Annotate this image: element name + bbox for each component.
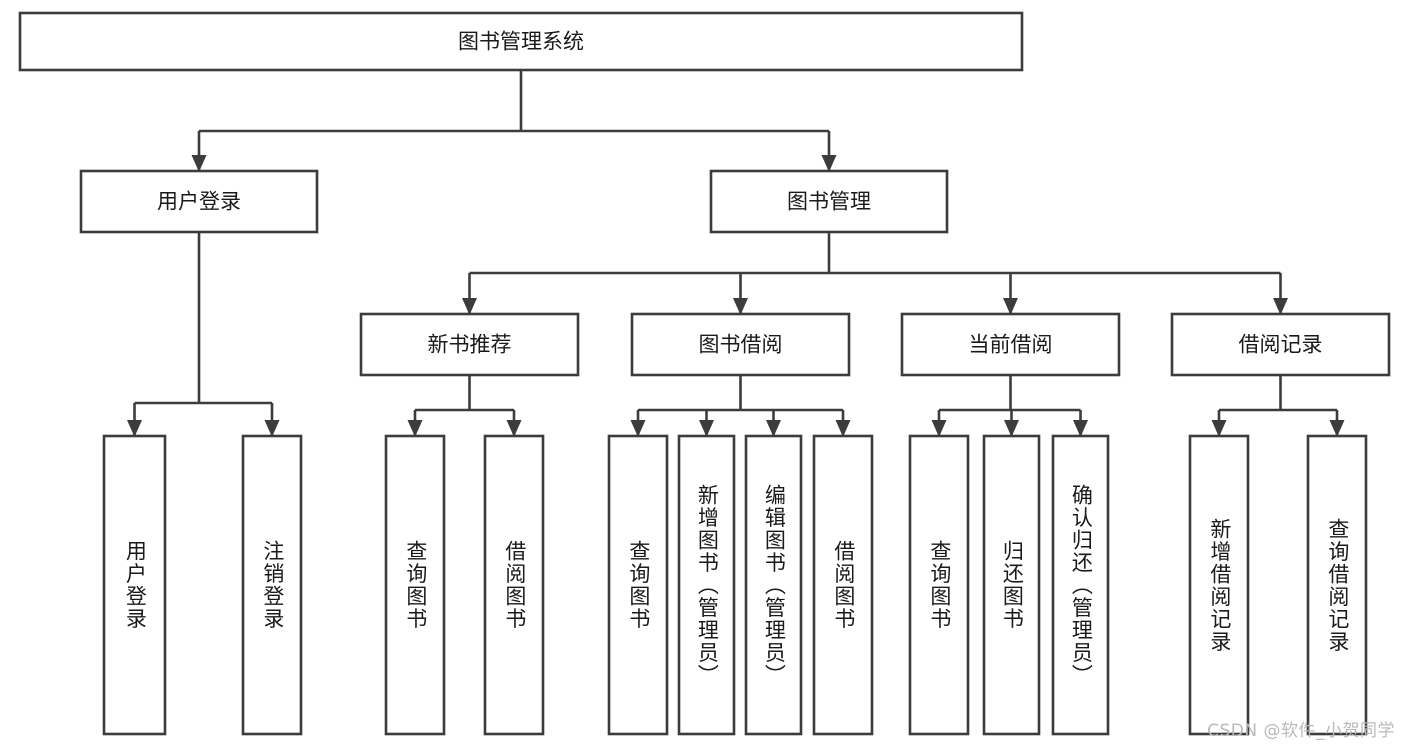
arrow-head-icon xyxy=(630,420,646,437)
arrow-head-icon xyxy=(931,420,947,437)
node-box-leaf-edit-book[interactable] xyxy=(744,434,803,736)
arrow-head-icon xyxy=(1004,420,1019,437)
node-box-leaf-return-book[interactable] xyxy=(982,434,1041,736)
node-box-borrow-record[interactable] xyxy=(1170,312,1391,377)
node-box-leaf-borrow-book-1[interactable] xyxy=(483,434,545,736)
node-box-leaf-query-book-2[interactable] xyxy=(607,434,669,736)
arrow-head-icon xyxy=(766,420,781,437)
arrow-head-icon xyxy=(506,420,522,437)
node-leaf-borrow-book-1[interactable] xyxy=(483,434,545,736)
node-book-borrow[interactable] xyxy=(630,312,851,377)
arrow-head-icon xyxy=(1329,420,1345,437)
arrow-head-icon xyxy=(1211,420,1227,437)
node-new-book-rec[interactable] xyxy=(359,312,580,377)
node-leaf-query-book-3[interactable] xyxy=(908,434,970,736)
node-box-new-book-rec[interactable] xyxy=(359,312,580,377)
node-leaf-confirm-return[interactable] xyxy=(1051,434,1110,736)
node-leaf-user-login[interactable] xyxy=(102,434,167,736)
node-label-new-book-rec: 新书推荐 xyxy=(428,333,512,357)
node-label-root: 图书管理系统 xyxy=(458,30,584,54)
node-box-book-borrow[interactable] xyxy=(630,312,851,377)
arrow-head-icon xyxy=(264,420,280,437)
arrow-head-icon xyxy=(127,420,142,437)
arrow-head-icon xyxy=(699,420,714,437)
node-leaf-query-book-2[interactable] xyxy=(607,434,669,736)
watermark-text: CSDN @软件_小贺同学 xyxy=(1207,721,1395,741)
node-box-leaf-add-record[interactable] xyxy=(1188,434,1250,736)
arrow-head-icon xyxy=(1273,298,1288,315)
arrow-head-icon xyxy=(821,155,837,172)
node-label-book-manage: 图书管理 xyxy=(787,190,871,214)
node-leaf-logout[interactable] xyxy=(241,434,303,736)
arrow-head-icon xyxy=(191,155,207,172)
node-box-leaf-borrow-book-2[interactable] xyxy=(812,434,874,736)
node-current-borrow[interactable] xyxy=(900,312,1121,377)
node-user-login[interactable] xyxy=(79,169,319,234)
node-box-leaf-query-book-1[interactable] xyxy=(384,434,446,736)
node-label-book-borrow: 图书借阅 xyxy=(699,333,783,357)
arrow-head-icon xyxy=(1003,298,1018,315)
node-box-leaf-confirm-return[interactable] xyxy=(1051,434,1110,736)
node-label-current-borrow: 当前借阅 xyxy=(969,333,1053,357)
node-box-leaf-user-login[interactable] xyxy=(102,434,167,736)
arrow-head-icon xyxy=(1073,420,1088,437)
node-leaf-edit-book[interactable] xyxy=(744,434,803,736)
node-label-borrow-record: 借阅记录 xyxy=(1239,333,1323,357)
arrow-head-icon xyxy=(462,298,477,315)
node-leaf-query-record[interactable] xyxy=(1306,434,1368,736)
arrow-head-icon xyxy=(733,298,748,315)
node-box-leaf-query-record[interactable] xyxy=(1306,434,1368,736)
node-leaf-add-record[interactable] xyxy=(1188,434,1250,736)
node-leaf-borrow-book-2[interactable] xyxy=(812,434,874,736)
node-label-user-login: 用户登录 xyxy=(157,190,241,214)
node-leaf-query-book-1[interactable] xyxy=(384,434,446,736)
node-box-leaf-add-book[interactable] xyxy=(677,434,736,736)
node-box-book-manage[interactable] xyxy=(709,169,949,234)
node-box-root[interactable] xyxy=(18,11,1024,72)
node-box-user-login[interactable] xyxy=(79,169,319,234)
arrow-head-icon xyxy=(835,420,851,437)
node-box-leaf-query-book-3[interactable] xyxy=(908,434,970,736)
arrow-head-icon xyxy=(407,420,423,437)
node-borrow-record[interactable] xyxy=(1170,312,1391,377)
node-box-current-borrow[interactable] xyxy=(900,312,1121,377)
node-leaf-add-book[interactable] xyxy=(677,434,736,736)
node-leaf-return-book[interactable] xyxy=(982,434,1041,736)
node-book-manage[interactable] xyxy=(709,169,949,234)
node-root[interactable] xyxy=(18,11,1024,72)
node-box-leaf-logout[interactable] xyxy=(241,434,303,736)
